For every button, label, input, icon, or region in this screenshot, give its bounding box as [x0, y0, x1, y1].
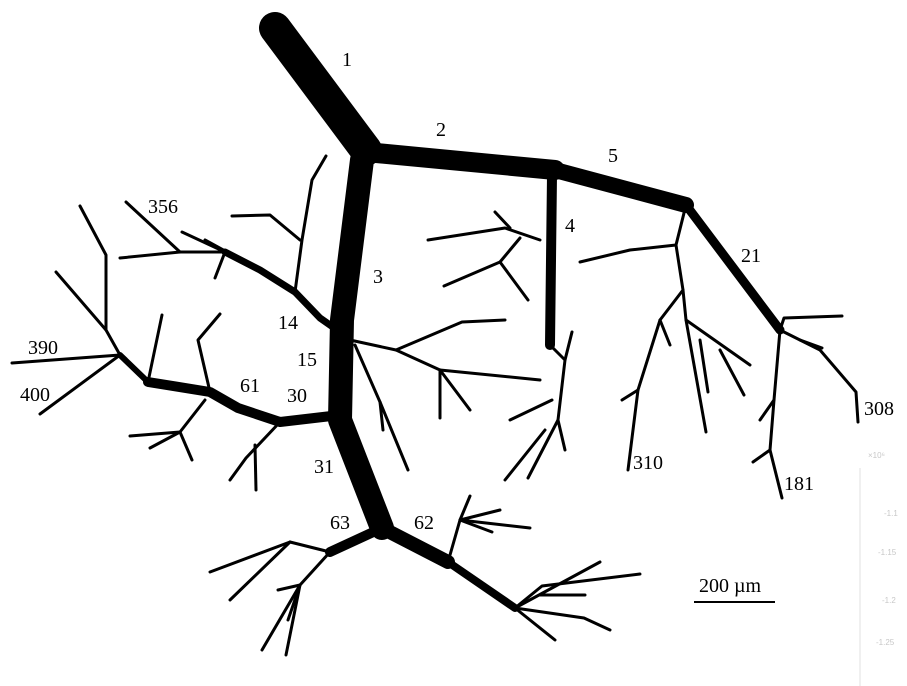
- terminal-branch: [753, 450, 770, 462]
- terminal-branch: [660, 320, 670, 345]
- terminal-branch: [558, 420, 565, 450]
- scale-bar: 200 µm: [694, 575, 775, 602]
- terminal-branch: [686, 320, 706, 432]
- terminal-branch: [460, 510, 500, 520]
- terminal-branch: [448, 496, 470, 562]
- label-segment-4: 4: [565, 215, 575, 237]
- vessel-segment-3-31: [340, 160, 382, 528]
- terminal-branch: [396, 350, 540, 380]
- terminal-branch: [428, 228, 540, 240]
- label-segment-356: 356: [148, 196, 178, 218]
- vessel-segment-21: [686, 205, 780, 330]
- label-segment-62: 62: [414, 512, 434, 534]
- label-segment-31: 31: [314, 456, 334, 478]
- terminal-branch: [120, 252, 225, 258]
- vessel-segment-4: [550, 175, 552, 345]
- label-segment-30: 30: [287, 385, 307, 407]
- terminal-branch: [198, 314, 220, 392]
- segment-labels: 1 2 3 4 5 14 15 21 30 31 61 62 63 181 30…: [20, 49, 894, 534]
- vessel-segment-5: [555, 170, 686, 205]
- label-segment-15: 15: [297, 349, 317, 371]
- label-segment-181: 181: [784, 473, 814, 495]
- label-segment-1: 1: [342, 49, 352, 71]
- terminal-branch: [515, 562, 600, 608]
- faint-axis-tick: -1.2: [882, 596, 896, 605]
- faint-axis-tick: -1.15: [878, 548, 897, 557]
- terminal-branch: [180, 432, 192, 460]
- label-segment-61: 61: [240, 375, 260, 397]
- terminal-branch: [580, 205, 686, 262]
- label-segment-14: 14: [278, 312, 298, 334]
- faint-axis-exponent: ×10⁶: [868, 451, 885, 460]
- terminal-branch: [80, 206, 120, 355]
- faint-axis-tick: -1.25: [876, 638, 895, 647]
- label-segment-5: 5: [608, 145, 618, 167]
- label-segment-310: 310: [633, 452, 663, 474]
- vessel-segment-390: [120, 355, 148, 382]
- faint-axis-tick: -1.1: [884, 509, 898, 518]
- terminal-branch: [148, 315, 162, 382]
- label-segment-63: 63: [330, 512, 350, 534]
- label-segment-3: 3: [373, 266, 383, 288]
- faint-axis-remnant: ×10⁶ -1.1 -1.15 -1.2 -1.25: [860, 451, 898, 686]
- terminal-branch: [255, 445, 256, 490]
- terminal-branch: [440, 370, 470, 410]
- vessel-segment-1: [275, 28, 366, 150]
- main-trunk-branches: [275, 28, 686, 562]
- terminal-branch: [295, 156, 326, 292]
- label-segment-2: 2: [436, 119, 446, 141]
- terminal-branch: [350, 320, 505, 350]
- terminal-branch: [56, 272, 106, 330]
- label-segment-400: 400: [20, 384, 50, 406]
- terminal-branch: [500, 262, 528, 300]
- label-segment-21: 21: [741, 245, 761, 267]
- terminal-branch: [565, 332, 572, 360]
- terminal-branch: [780, 316, 842, 330]
- vessel-segment-62-distal: [448, 562, 515, 608]
- vessel-segment-2: [366, 152, 555, 170]
- terminal-branch: [40, 355, 120, 414]
- terminal-branch: [210, 542, 330, 572]
- terminal-branch: [528, 345, 565, 478]
- terminal-branch: [770, 330, 782, 498]
- terminal-branch: [230, 542, 290, 600]
- terminal-branch: [232, 215, 300, 240]
- terminal-branch: [515, 574, 640, 608]
- terminal-branch: [215, 252, 225, 278]
- terminal-branch: [780, 330, 858, 422]
- terminal-branch: [130, 400, 205, 436]
- label-segment-390: 390: [28, 337, 58, 359]
- label-segment-308: 308: [864, 398, 894, 420]
- terminal-branch: [628, 245, 683, 470]
- terminal-branch: [700, 340, 708, 392]
- scale-bar-label: 200 µm: [699, 575, 762, 597]
- terminal-branch: [510, 400, 552, 420]
- medium-branches: [120, 175, 780, 608]
- terminal-branch: [444, 238, 520, 286]
- terminal-branch: [495, 212, 510, 228]
